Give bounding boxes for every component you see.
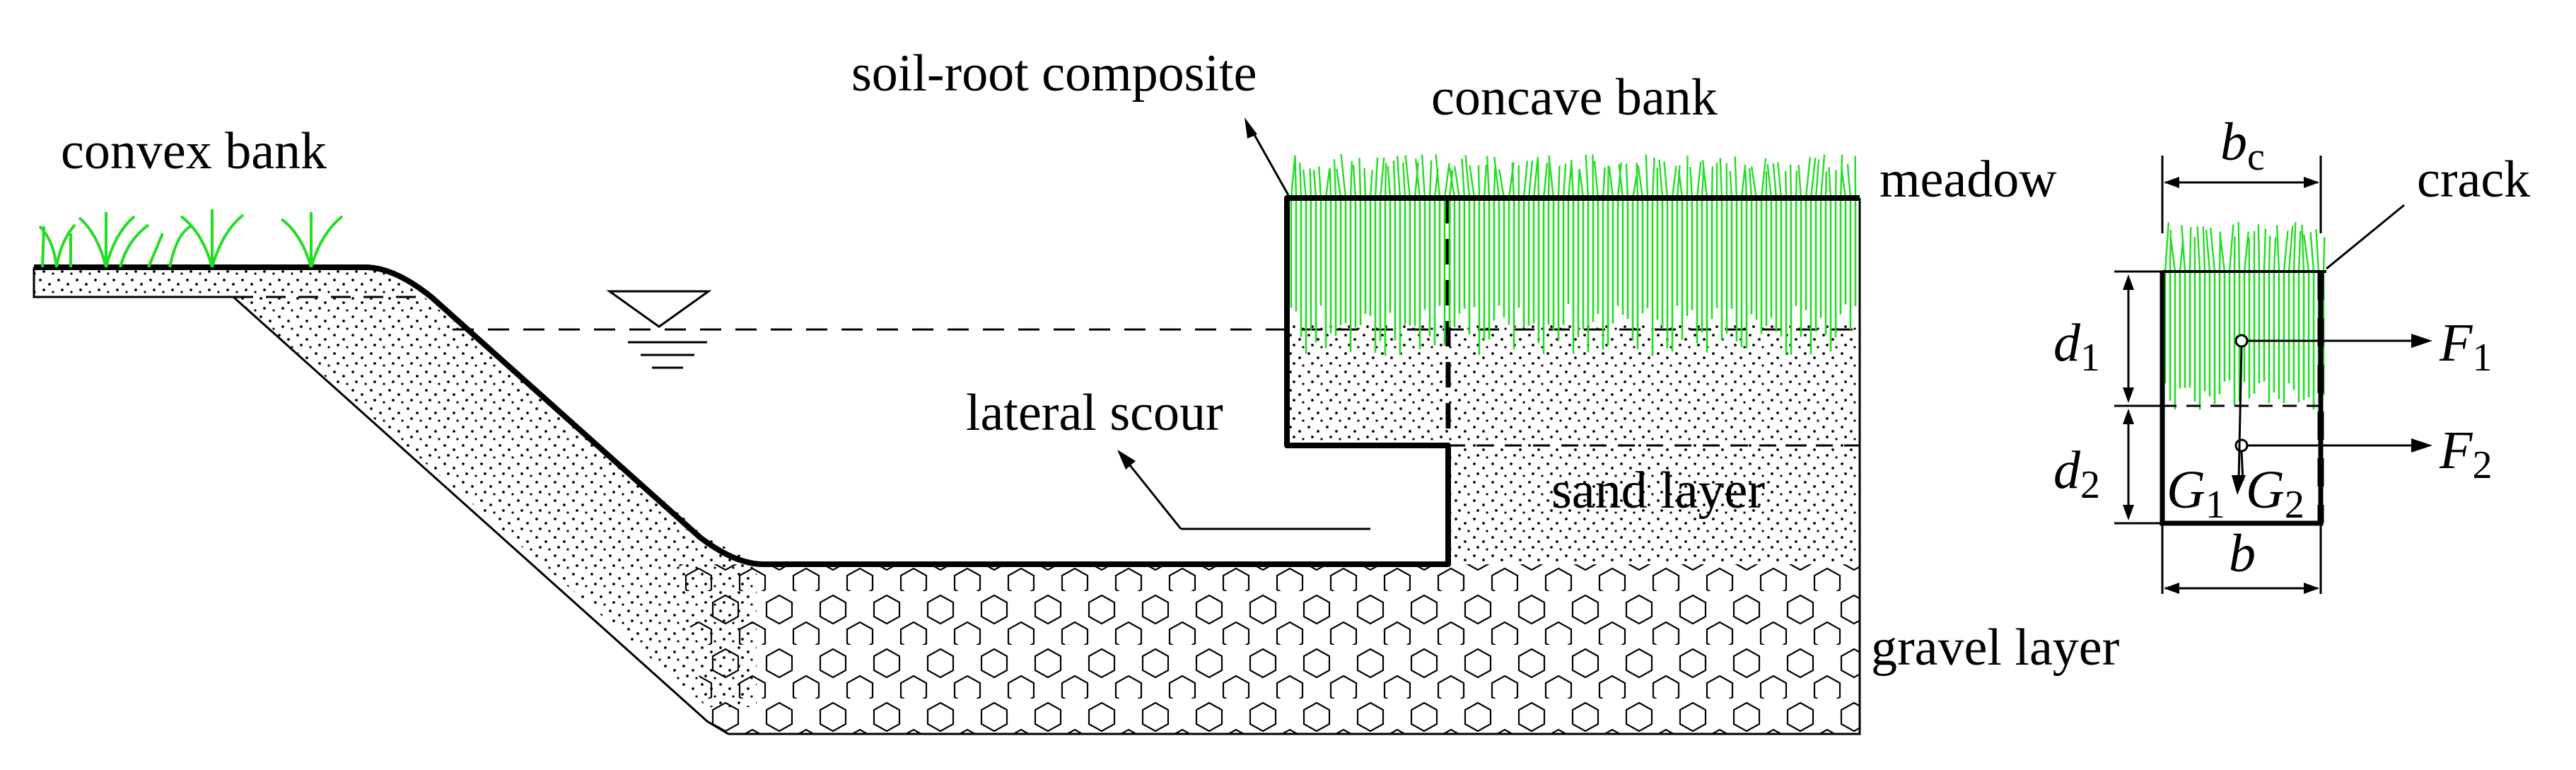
convex-bank-label: convex bank — [61, 122, 327, 180]
convex-bank-sand-strip — [34, 267, 424, 297]
symbol-b: b — [2229, 524, 2256, 583]
sand-layer-label: sand layer — [1551, 462, 1765, 520]
block-vegetation — [2164, 222, 2326, 410]
soil-root-composite-label: soil-root composite — [851, 45, 1257, 103]
soil-root-composite-leader — [1245, 117, 1290, 196]
water-level-symbol — [606, 290, 712, 369]
lateral-scour-leader — [1117, 450, 1370, 530]
convex-bank-outline — [33, 267, 1861, 735]
concave-bank-vegetation — [1290, 153, 1857, 356]
meadow-label: meadow — [1879, 151, 2057, 209]
symbol-d2: d2 — [2053, 441, 2100, 507]
gravel-layer-region — [679, 564, 1860, 734]
gravel-layer-label: gravel layer — [1871, 619, 2119, 677]
symbol-d1: d1 — [2053, 313, 2100, 380]
crack-label: crack — [2417, 151, 2530, 209]
slope-sand-body — [233, 297, 757, 707]
symbol-G2: G2 — [2246, 460, 2304, 527]
concave-bank-label: concave bank — [1431, 69, 1718, 127]
convex-bank-grass — [38, 209, 344, 268]
symbol-G1: G1 — [2167, 460, 2225, 527]
block-outline — [2160, 272, 2324, 526]
symbol-F2: F2 — [2439, 421, 2492, 487]
symbol-bc: bc — [2220, 112, 2265, 179]
symbol-F1: F1 — [2439, 313, 2492, 380]
failure-block-inset — [2114, 156, 2432, 594]
channel-bank-profile — [34, 195, 1860, 567]
lateral-scour-label: lateral scour — [966, 384, 1223, 442]
